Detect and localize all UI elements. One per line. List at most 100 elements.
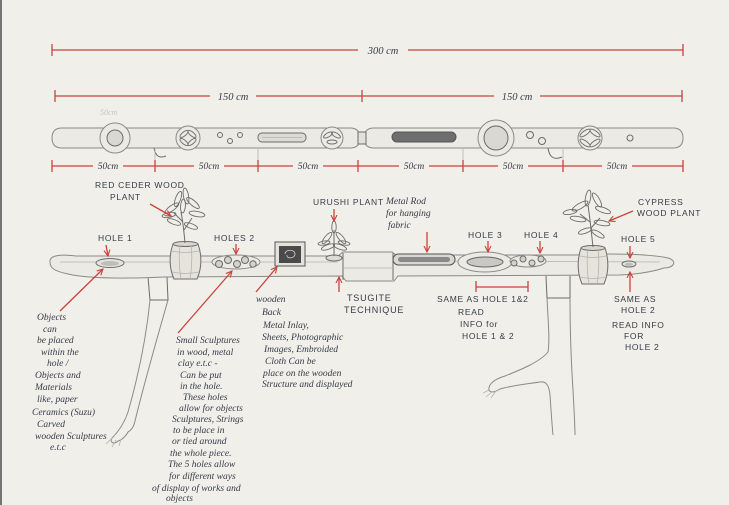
leaf [332,243,348,251]
leaf [577,227,593,235]
note-small-sculptures: Small Sculptures in wood, metal clay e.t… [152,336,244,504]
right-support-contour [569,297,576,436]
dimension-total: 300 cm [51,41,684,57]
note-line: Ceramics (Suzu) [32,407,95,418]
top-view [51,119,684,160]
segment-label: 50cm [298,162,319,172]
label-red-ceder-wood: RED CEDER WOOD [95,180,185,190]
bracket-same-as-hole-1-2 [475,281,529,292]
note-wooden-back: wooden Back Metal Inlay, Sheets, Photogr… [256,295,353,390]
label-backing [602,159,632,172]
hole-4-bulge [509,254,547,268]
dimension-half-right-label: 150 cm [502,92,533,103]
hole-3 [466,256,504,268]
hole-2 [241,256,249,264]
note-objects-in-hole: Objects can be placed within the hole / … [32,313,107,453]
leaf [571,200,589,212]
note-line: like, paper [37,395,78,405]
top-view-small-hole [237,132,243,138]
leaf [180,198,186,214]
note-line: Materials [34,383,72,393]
pointer-arrows [59,203,634,334]
note-line: Sheets, Photographic [262,333,344,343]
top-view-hole-1 [106,129,124,147]
label-read-info-2: FOR [624,331,644,341]
hole-2 [215,260,223,268]
right-support-hand [482,389,497,399]
label-read-info-2: READ INFO [612,320,665,330]
top-view-planter-bulge [175,125,201,151]
note-line: Cloth Can be [265,357,316,367]
label-backing [194,159,224,172]
label-red-ceder-plant: PLANT [110,192,141,202]
leaf [569,215,587,223]
note-line: objects [166,494,193,504]
planter-grain [178,244,193,280]
leaf [166,218,182,226]
note-line: wooden [256,295,286,305]
top-view-small-hole [526,131,534,139]
top-view-small-hole [217,132,223,138]
top-view-left-half [51,127,361,149]
label-cypress-wood-plant: WOOD PLANT [637,208,701,218]
note-line: These holes [183,393,228,403]
leaf [186,197,200,209]
label-hole-3: HOLE 3 [468,230,502,240]
leaf [594,205,612,215]
leaf [182,187,190,205]
label-metal-rod: for hanging [386,208,431,219]
note-line: Metal Inlay, [262,321,309,331]
top-view-urushi-bulge [320,126,344,150]
note-line: for different ways [169,471,236,482]
top-view-leaf [187,129,197,139]
top-view-hole-3 [483,125,509,151]
hole-4 [510,259,518,267]
label-read-info-2: HOLE 2 [625,342,659,352]
left-support-hand [105,437,122,448]
label-backing [358,41,408,57]
label-urushi-plant: URUSHI PLANT [313,197,384,207]
note-line: to be place in [173,426,225,436]
note-line: Sculptures, Strings [172,415,244,425]
leaf [591,229,605,239]
segment-label: 50cm [199,162,220,172]
top-view-hook [547,147,563,159]
segment-label: 50cm [607,162,628,172]
top-view-cypress-bulge [577,125,603,151]
pointer-arrow-objects-note [59,269,103,312]
note-line: Back [262,308,282,318]
front-view [49,187,675,448]
dimension-halves: 150 cm 150 cm 50cm [54,88,683,117]
dimension-segments: 50cm 50cm 50cm 50cm 50cm 50cm [51,159,684,172]
label-backing [498,159,528,172]
top-view-leaf [589,128,601,138]
label-backing [494,88,540,103]
label-tsugite: TSUGITE [347,293,392,303]
pointer-arrow-cypress [609,210,634,221]
label-backing [93,159,123,172]
faint-dimension-note: 50cm [100,108,118,117]
red-cedar-planter [169,243,202,280]
segment-label: 50cm [98,162,119,172]
label-read-info-1-2: INFO for [460,319,498,329]
label-backing [293,159,323,172]
note-line: Objects and [35,371,81,381]
top-view-leaf [187,137,197,147]
note-line: place on the wooden [262,369,342,379]
note-line: of display of works and [152,483,241,494]
note-line: wooden Sculptures [35,432,107,442]
leaf [188,210,206,218]
inlay-scribble [284,249,296,259]
label-hole-5: HOLE 5 [621,234,655,244]
top-view-leaf [331,131,341,139]
hole-1-inner [101,261,119,266]
note-line: can [43,325,57,335]
leaf [183,222,199,230]
labels: RED CEDER WOOD PLANT URUSHI PLANT Metal … [95,180,701,352]
note-line: within the [41,348,79,358]
top-view-hole-5 [626,134,634,142]
planter-band [579,255,607,279]
label-cypress: CYPRESS [638,197,684,207]
note-line: or tied around [172,437,227,447]
